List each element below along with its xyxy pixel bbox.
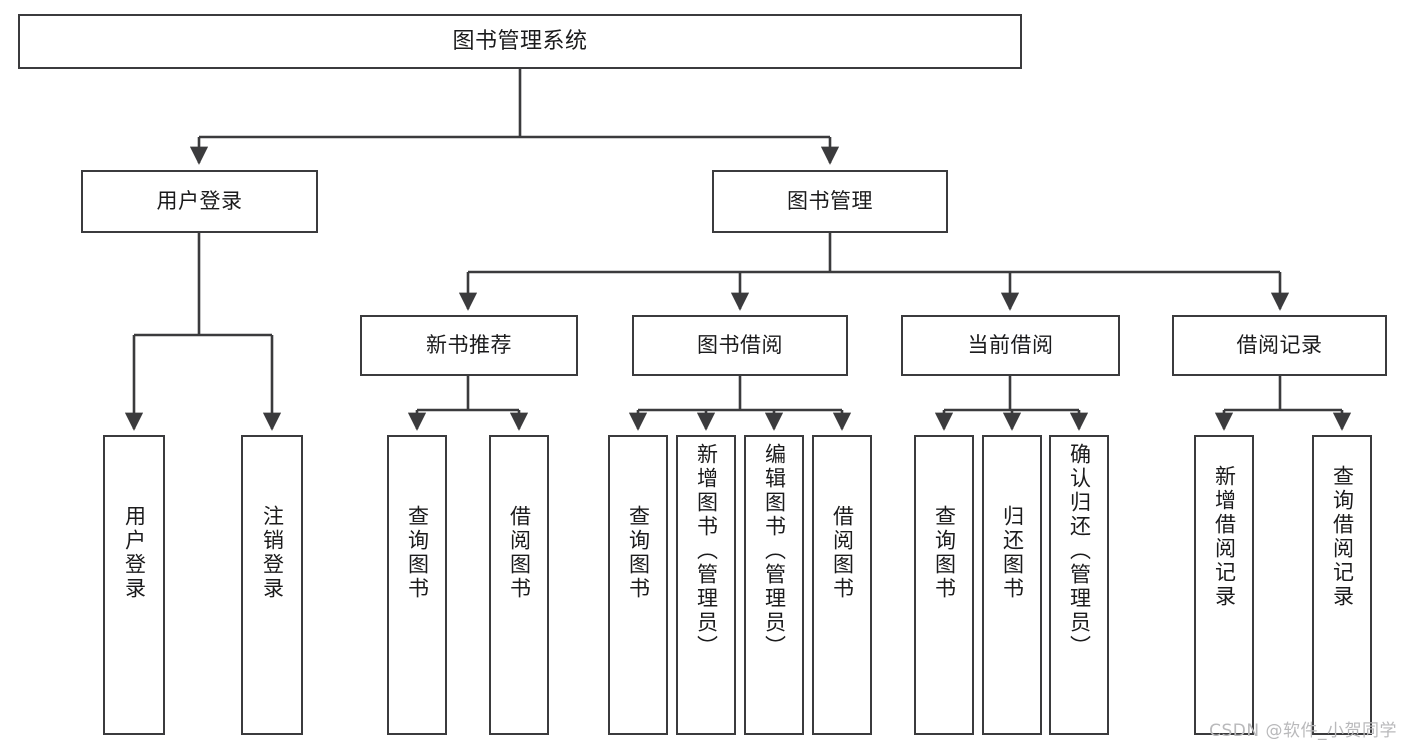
- node-leaf-query-record[interactable]: 查询借阅记录: [1312, 435, 1372, 735]
- node-new-book-rec[interactable]: 新书推荐: [360, 315, 578, 376]
- node-root[interactable]: 图书管理系统: [18, 14, 1022, 69]
- node-user-login[interactable]: 用户登录: [81, 170, 318, 233]
- node-leaf-add-book-label: 新增图书（管理员）: [694, 443, 719, 659]
- node-current-borrow-label: 当前借阅: [967, 333, 1054, 358]
- node-leaf-logout-login-label: 注销登录: [260, 505, 285, 601]
- node-leaf-add-record[interactable]: 新增借阅记录: [1194, 435, 1254, 735]
- node-leaf-add-book[interactable]: 新增图书（管理员）: [676, 435, 736, 735]
- node-leaf-edit-book[interactable]: 编辑图书（管理员）: [744, 435, 804, 735]
- node-current-borrow[interactable]: 当前借阅: [901, 315, 1120, 376]
- node-book-borrow[interactable]: 图书借阅: [632, 315, 848, 376]
- node-book-manage[interactable]: 图书管理: [712, 170, 948, 233]
- node-leaf-query-book-3-label: 查询图书: [932, 505, 957, 601]
- node-leaf-logout-login[interactable]: 注销登录: [241, 435, 303, 735]
- node-leaf-query-record-label: 查询借阅记录: [1330, 465, 1355, 609]
- node-user-login-label: 用户登录: [156, 189, 243, 214]
- node-book-manage-label: 图书管理: [787, 189, 873, 214]
- node-leaf-query-book-3[interactable]: 查询图书: [914, 435, 974, 735]
- node-leaf-borrow-book-2-label: 借阅图书: [830, 505, 855, 601]
- node-leaf-add-record-label: 新增借阅记录: [1212, 465, 1237, 609]
- node-leaf-query-book-2-label: 查询图书: [626, 505, 651, 601]
- node-leaf-borrow-book-1[interactable]: 借阅图书: [489, 435, 549, 735]
- node-leaf-confirm-return-label: 确认归还（管理员）: [1067, 443, 1092, 659]
- node-leaf-user-login-label: 用户登录: [122, 505, 147, 601]
- csdn-watermark: CSDN @软件_小贺同学: [1209, 721, 1397, 741]
- node-leaf-query-book-1[interactable]: 查询图书: [387, 435, 447, 735]
- node-leaf-return-book-label: 归还图书: [1000, 505, 1025, 601]
- node-new-book-rec-label: 新书推荐: [426, 333, 512, 358]
- node-root-label: 图书管理系统: [452, 28, 588, 54]
- node-leaf-query-book-2[interactable]: 查询图书: [608, 435, 668, 735]
- node-borrow-record[interactable]: 借阅记录: [1172, 315, 1387, 376]
- node-leaf-user-login[interactable]: 用户登录: [103, 435, 165, 735]
- node-leaf-query-book-1-label: 查询图书: [405, 505, 430, 601]
- node-leaf-return-book[interactable]: 归还图书: [982, 435, 1042, 735]
- node-book-borrow-label: 图书借阅: [697, 333, 783, 358]
- node-borrow-record-label: 借阅记录: [1236, 333, 1323, 358]
- node-leaf-borrow-book-1-label: 借阅图书: [507, 505, 532, 601]
- node-leaf-confirm-return[interactable]: 确认归还（管理员）: [1049, 435, 1109, 735]
- node-leaf-borrow-book-2[interactable]: 借阅图书: [812, 435, 872, 735]
- node-leaf-edit-book-label: 编辑图书（管理员）: [762, 443, 787, 659]
